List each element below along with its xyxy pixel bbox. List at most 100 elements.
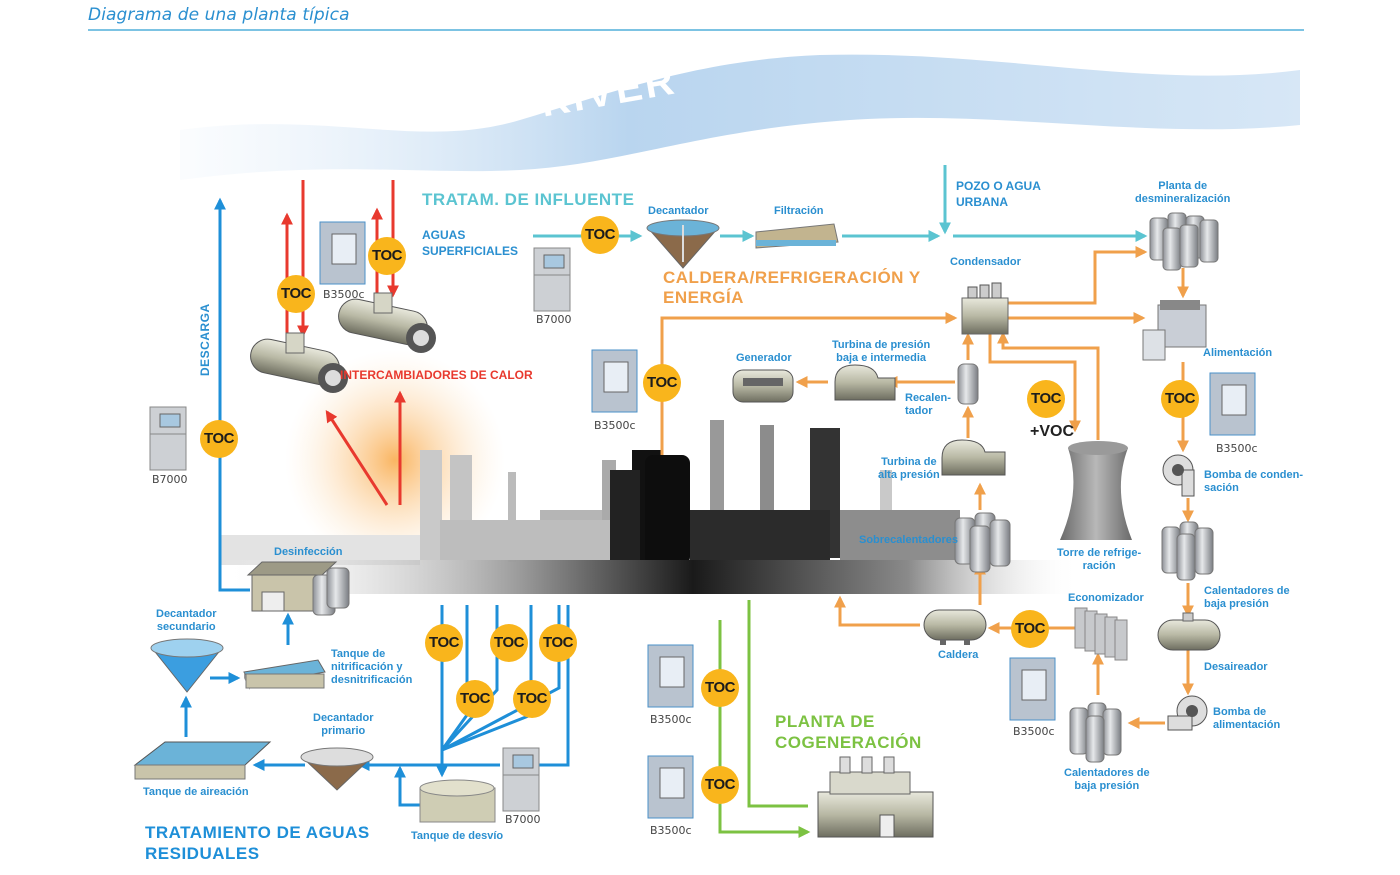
label-bomba-cond-line2: sación bbox=[1204, 482, 1239, 494]
label-torre-refrigeracion: Torre de refrige- ración bbox=[1057, 547, 1141, 573]
turbina-baja-icon bbox=[834, 364, 896, 401]
analyzer-b3500c-cogen-1 bbox=[647, 644, 694, 708]
analyzer-b3500c-top bbox=[319, 221, 366, 285]
label-turbina-alta: Turbina de alta presión bbox=[878, 456, 940, 482]
label-recalentador-line1: Recalen- bbox=[905, 392, 951, 404]
source-surface-water-line1: AGUAS bbox=[422, 228, 466, 242]
label-economizador: Economizador bbox=[1068, 592, 1144, 604]
toc-badge-wastewater-4: TOC bbox=[456, 680, 494, 718]
desmineralizacion-icon bbox=[1149, 212, 1219, 271]
heat-exchanger-2 bbox=[338, 292, 436, 353]
label-recalentador: Recalen- tador bbox=[905, 392, 951, 418]
section-wastewater-title: TRATAMIENTO DE AGUAS RESIDUALES bbox=[145, 822, 370, 864]
turbina-alta-icon bbox=[941, 439, 1006, 476]
section-wastewater-line1: TRATAMIENTO DE AGUAS bbox=[145, 823, 370, 842]
label-desinfeccion: Desinfección bbox=[274, 546, 343, 558]
label-calentadores-baja-a: Calentadores de baja presión bbox=[1204, 585, 1290, 611]
section-boiler-line1: CALDERA/REFRIGERACIÓN Y bbox=[663, 268, 921, 287]
section-heat-exchangers-title: INTERCAMBIADORES DE CALOR bbox=[340, 368, 533, 382]
label-turbina-baja: Turbina de presión baja e intermedia bbox=[832, 339, 930, 365]
caption-b3500c-right: B3500c bbox=[1216, 442, 1258, 455]
label-alimentacion: Alimentación bbox=[1203, 347, 1273, 359]
filtracion-icon bbox=[755, 223, 839, 249]
torre-refrigeracion-icon bbox=[1060, 441, 1132, 540]
caption-b7000-left: B7000 bbox=[152, 473, 188, 486]
label-filtracion: Filtración bbox=[774, 205, 824, 217]
voc-label: +VOC bbox=[1030, 423, 1075, 440]
section-cogeneration-line2: COGENERACIÓN bbox=[775, 733, 922, 752]
toc-badge-cogen-2: TOC bbox=[701, 766, 739, 804]
caption-b3500c-cogen-2: B3500c bbox=[650, 824, 692, 837]
label-calent-a-line2: baja presión bbox=[1204, 598, 1269, 610]
label-tanque-nitrificacion: Tanque de nitrificación y desnitrificaci… bbox=[331, 648, 412, 687]
source-well-water: POZO O AGUA URBANA bbox=[956, 178, 1041, 210]
economizador-icon bbox=[1074, 607, 1128, 661]
label-recalentador-line2: tador bbox=[905, 405, 933, 417]
source-surface-water-line2: SUPERFICIALES bbox=[422, 244, 519, 258]
toc-badge-wastewater-2: TOC bbox=[490, 624, 528, 662]
toc-badge-discharge: TOC bbox=[200, 420, 238, 458]
bomba-alimentacion-icon bbox=[1167, 695, 1208, 731]
analyzer-b7000-influent bbox=[533, 247, 571, 312]
label-decantador-primario: Decantador primario bbox=[313, 712, 374, 738]
section-cogeneration-line1: PLANTA DE bbox=[775, 712, 875, 731]
label-bomba-alim-line1: Bomba de bbox=[1213, 706, 1267, 718]
label-bomba-alimentacion: Bomba de alimentación bbox=[1213, 706, 1280, 732]
section-boiler-line2: ENERGÍA bbox=[663, 288, 744, 307]
toc-badge-wastewater-3: TOC bbox=[539, 624, 577, 662]
toc-badge-wastewater-5: TOC bbox=[513, 680, 551, 718]
source-surface-water: AGUAS SUPERFICIALES bbox=[422, 227, 518, 259]
decantador-icon bbox=[646, 219, 720, 269]
calentadores-baja-presion-a-icon bbox=[1161, 521, 1214, 581]
desinfeccion-icon bbox=[246, 561, 350, 616]
toc-badge-wastewater-1: TOC bbox=[425, 624, 463, 662]
label-generador: Generador bbox=[736, 352, 792, 364]
heat-exchanger-1 bbox=[250, 332, 348, 393]
label-torre-line1: Torre de refrige- bbox=[1057, 547, 1142, 559]
label-torre-line2: ración bbox=[1082, 560, 1116, 572]
analyzer-b3500c-boiler bbox=[591, 349, 638, 413]
source-well-line1: POZO O AGUA bbox=[956, 179, 1041, 193]
caption-b3500c-cogen-1: B3500c bbox=[650, 713, 692, 726]
toc-badge-boiler: TOC bbox=[643, 364, 681, 402]
caldera-icon bbox=[923, 609, 987, 645]
label-bomba-cond-line1: Bomba de conden- bbox=[1204, 469, 1304, 481]
label-turbina-alta-line1: Turbina de bbox=[881, 456, 937, 468]
recalentador-icon bbox=[957, 363, 979, 405]
toc-badge-influent: TOC bbox=[581, 216, 619, 254]
label-nitrif-line2: nitrificación y bbox=[331, 661, 403, 673]
label-decant-sec-line1: Decantador bbox=[156, 608, 217, 620]
label-turbina-baja-line2: baja e intermedia bbox=[836, 352, 927, 364]
label-decant-prim-line2: primario bbox=[321, 725, 366, 737]
boiler-flows bbox=[660, 246, 1194, 729]
label-decantador-secundario: Decantador secundario bbox=[156, 608, 217, 634]
label-turbina-alta-line2: alta presión bbox=[878, 469, 940, 481]
bomba-condensacion-icon bbox=[1162, 454, 1195, 497]
section-cogeneration-title: PLANTA DE COGENERACIÓN bbox=[775, 711, 922, 753]
caption-b3500c-top: B3500c bbox=[323, 288, 365, 301]
tanque-aireacion-icon bbox=[133, 741, 272, 780]
section-influent-title: TRATAM. DE INFLUENTE bbox=[422, 190, 635, 209]
discharge-label: DESCARGA bbox=[198, 303, 212, 376]
label-turbina-baja-line1: Turbina de presión bbox=[832, 339, 931, 351]
calentadores-baja-presion-b-icon bbox=[1069, 702, 1122, 763]
label-bomba-condensacion: Bomba de conden- sación bbox=[1204, 469, 1303, 495]
analyzer-b3500c-right bbox=[1209, 372, 1256, 436]
toc-badge-cogen-1: TOC bbox=[701, 669, 739, 707]
caption-b7000-wastewater: B7000 bbox=[505, 813, 541, 826]
toc-badge-economizer: TOC bbox=[1011, 610, 1049, 648]
caption-b7000-influent: B7000 bbox=[536, 313, 572, 326]
toc-badge-exchanger-2: TOC bbox=[368, 237, 406, 275]
label-tanque-desvio: Tanque de desvío bbox=[411, 830, 504, 842]
ground-strip bbox=[220, 560, 1080, 594]
condensador-icon bbox=[961, 282, 1009, 335]
section-boiler-title: CALDERA/REFRIGERACIÓN Y ENERGÍA bbox=[663, 268, 921, 308]
page-title: Diagrama de una planta típica bbox=[88, 5, 350, 25]
river-ribbon bbox=[180, 54, 1300, 180]
label-desmineralizacion: Planta de desmineralización bbox=[1135, 180, 1230, 206]
section-wastewater-line2: RESIDUALES bbox=[145, 844, 260, 863]
label-decant-prim-line1: Decantador bbox=[313, 712, 374, 724]
caption-b3500c-boiler: B3500c bbox=[594, 419, 636, 432]
analyzer-b7000-wastewater bbox=[502, 747, 540, 812]
